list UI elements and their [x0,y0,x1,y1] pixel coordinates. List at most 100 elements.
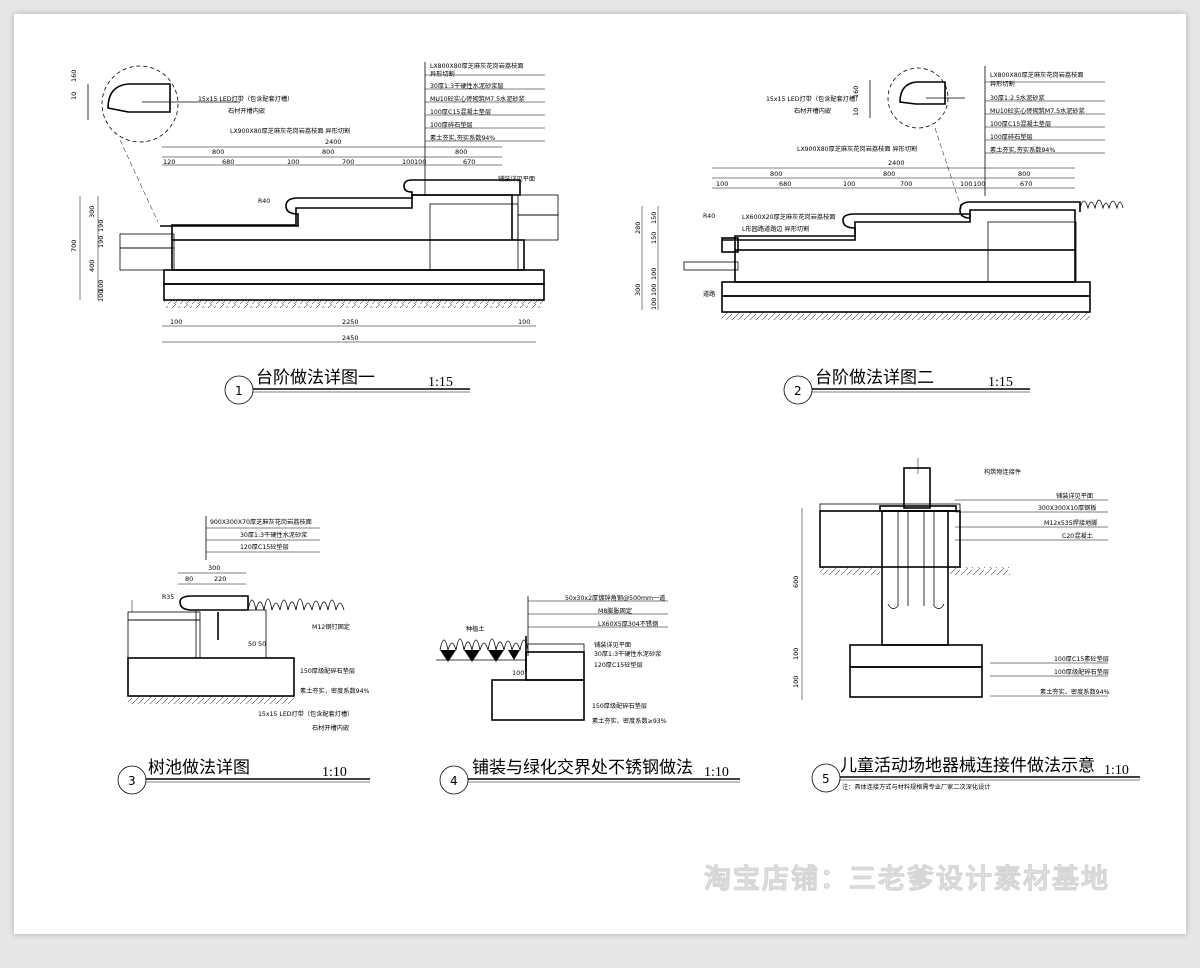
callout: 50x30x2厚镀锌角钢@500mm一道 [565,594,665,602]
dim-label: 150 [650,232,658,244]
detail-title: 铺装与绿化交界处不锈钢做法 [472,758,693,778]
dim-label: 100 [97,280,105,292]
callout: 30厚1:2.5水泥砂浆 [990,94,1045,102]
detail-5-drawing: 构筑物连接件 铺装详见平面 300X300X10厚钢板 M12x535焊接地脚 … [792,458,1110,700]
dim-label: 700 [70,240,78,252]
callout: 30厚1:3干硬性水泥砂浆 [594,650,661,658]
detail-3-title-block: 3 树池做法详图 1:10 [117,758,370,795]
callout: LX900X80厚芝麻灰花岗岩荔枝面 异形切割 [230,127,350,135]
detail-1-dims-left: 10 160 300 190 190 700 400 100 100 [70,70,105,302]
dim-label: 100 [414,158,426,166]
dim-label: 160 [70,70,78,82]
callout: LX900X80厚芝麻灰花岗岩荔枝面 异形切割 [797,145,917,153]
dim-label: 100 [402,158,414,166]
callout: M12x535焊接地脚 [1044,519,1097,527]
detail-4-callouts: 50x30x2厚镀锌角钢@500mm一道 M8膨胀固定 LX60X5厚304不锈… [466,594,668,725]
dim-label: 800 [770,170,782,178]
detail-title: 树池做法详图 [148,758,250,778]
callout: MU10砼实心砖砌筑M7.5水泥砂浆 [990,107,1085,115]
detail-title: 儿童活动场地器械连接件做法示意 [840,756,1095,776]
dim-label: 100 [973,180,985,188]
callout: 15x15 LED灯带（包含配套灯槽） [766,95,861,103]
dim-label: 80 [185,575,193,583]
callout: 种植土 [466,625,485,633]
callout: LX800X80厚芝麻灰花岗岩荔枝面 [430,62,523,70]
callout: 100厚碎石垫层 [430,121,473,129]
detail-1-callouts: LX800X80厚芝麻灰花岗岩荔枝面 异形切割 30厚1:3干硬性水泥砂浆层 M… [198,62,545,205]
callout: 构筑物连接件 [984,468,1021,476]
callout: 铺装详见平面 [594,641,631,649]
dim-label: 100 [650,268,658,280]
dim-label: 800 [212,148,224,156]
callout: 15x15 LED灯带（包含配套灯槽） [258,710,353,718]
detail-3-dims: 300 80 220 50 50 [178,564,266,648]
detail-4-title-block: 4 铺装与绿化交界处不锈钢做法 1:10 [439,758,740,795]
callout: 100厚级配碎石垫层 [1054,668,1109,676]
detail-scale: 1:10 [322,765,347,780]
dim-label: 100 [518,318,530,326]
dim-label: 100 [512,669,524,677]
callout: 素土夯实,夯实系数94% [430,134,495,142]
dim-label: 100 [792,676,800,688]
callout: L形园路道路边 异形切割 [742,225,809,233]
dim-label: 680 [779,180,791,188]
dim-label: 800 [1018,170,1030,178]
callout: 石材开槽内嵌 [228,107,265,115]
detail-2-callouts: LX800X80厚芝麻灰花岗岩荔枝面 异形切割 30厚1:2.5水泥砂浆 MU1… [703,71,1105,298]
callout: 道路 [703,290,716,298]
detail-note: 注：具体连接方式与材料规格需专业厂家二次深化设计 [842,783,991,791]
callout: M12钢钉固定 [312,623,350,631]
dim-label: 190 [97,220,105,232]
detail-number: 4 [450,774,458,788]
callout: 石材开槽内嵌 [794,107,831,115]
callout: 300X300X10厚钢板 [1038,504,1097,512]
detail-title: 台阶做法详图二 [815,368,934,388]
callout: 15x15 LED灯带（包含配套灯槽） [198,95,293,103]
dim-label: 160 [852,86,860,98]
dim-label: 280 [634,222,642,234]
callout: R35 [162,594,174,601]
callout: 异形切割 [990,80,1015,88]
detail-4-drawing: 50x30x2厚镀锌角钢@500mm一道 M8膨胀固定 LX60X5厚304不锈… [436,594,668,725]
dim-label: 700 [342,158,354,166]
callout: LX60X5厚304不锈钢 [598,620,658,628]
callout: 素土夯实，密度系数94% [300,687,370,695]
detail-2-drawing: LX800X80厚芝麻灰花岗岩荔枝面 异形切割 30厚1:2.5水泥砂浆 MU1… [634,66,1124,320]
detail-scale: 1:15 [428,375,453,390]
dim-label: 800 [883,170,895,178]
detail-scale: 1:10 [704,765,729,780]
dim-label: 2450 [342,334,359,342]
dim-label: 10 [852,108,860,116]
callout: 素土夯实,夯实系数94% [990,146,1055,154]
callout: 100厚C15素砼垫层 [1054,655,1109,663]
detail-scale: 1:10 [1104,763,1129,778]
dim-label: 100 [170,318,182,326]
detail-number: 1 [235,384,243,398]
callout: R40 [258,198,270,205]
dim-label: 800 [322,148,334,156]
callout: LX600X20厚芝麻灰花岗岩荔枝面 [742,213,835,221]
dim-label: 670 [463,158,475,166]
detail-number: 2 [794,384,802,398]
detail-3-drawing: 900X300X70厚芝麻灰花岗岩荔枝面 30厚1:3干硬性水泥砂浆 120厚C… [127,516,370,732]
callout: C20混凝土 [1062,532,1093,540]
detail-5-dims: 600 100 100 [792,508,803,700]
dim-label: 800 [455,148,467,156]
dim-label: 100 [650,298,658,310]
callout: 100厚碎石垫层 [990,133,1033,141]
dim-label: 400 [88,260,96,272]
detail-1-drawing: LX800X80厚芝麻灰花岗岩荔枝面 异形切割 30厚1:3干硬性水泥砂浆层 M… [70,62,559,343]
detail-3-callouts: 900X300X70厚芝麻灰花岗岩荔枝面 30厚1:3干硬性水泥砂浆 120厚C… [162,518,370,732]
detail-5-title-block: 5 儿童活动场地器械连接件做法示意 1:10 注：具体连接方式与材料规格需专业厂… [811,756,1140,793]
dim-label: 700 [900,180,912,188]
dim-label: 220 [214,575,226,583]
callout: 100厚C15混凝土垫层 [990,120,1051,128]
detail-2-dims-top: 2400 800 800 800 100 680 100 700 100 100… [712,159,1075,189]
detail-1-title-block: 1 台阶做法详图一 1:15 [224,368,470,405]
dim-label: 10 [70,92,78,100]
dim-label: 2400 [888,159,905,167]
callout: R40 [703,213,715,220]
dim-label: 100 [287,158,299,166]
dim-label: 2400 [325,138,342,146]
callout: 30厚1:3干硬性水泥砂浆层 [430,82,504,90]
